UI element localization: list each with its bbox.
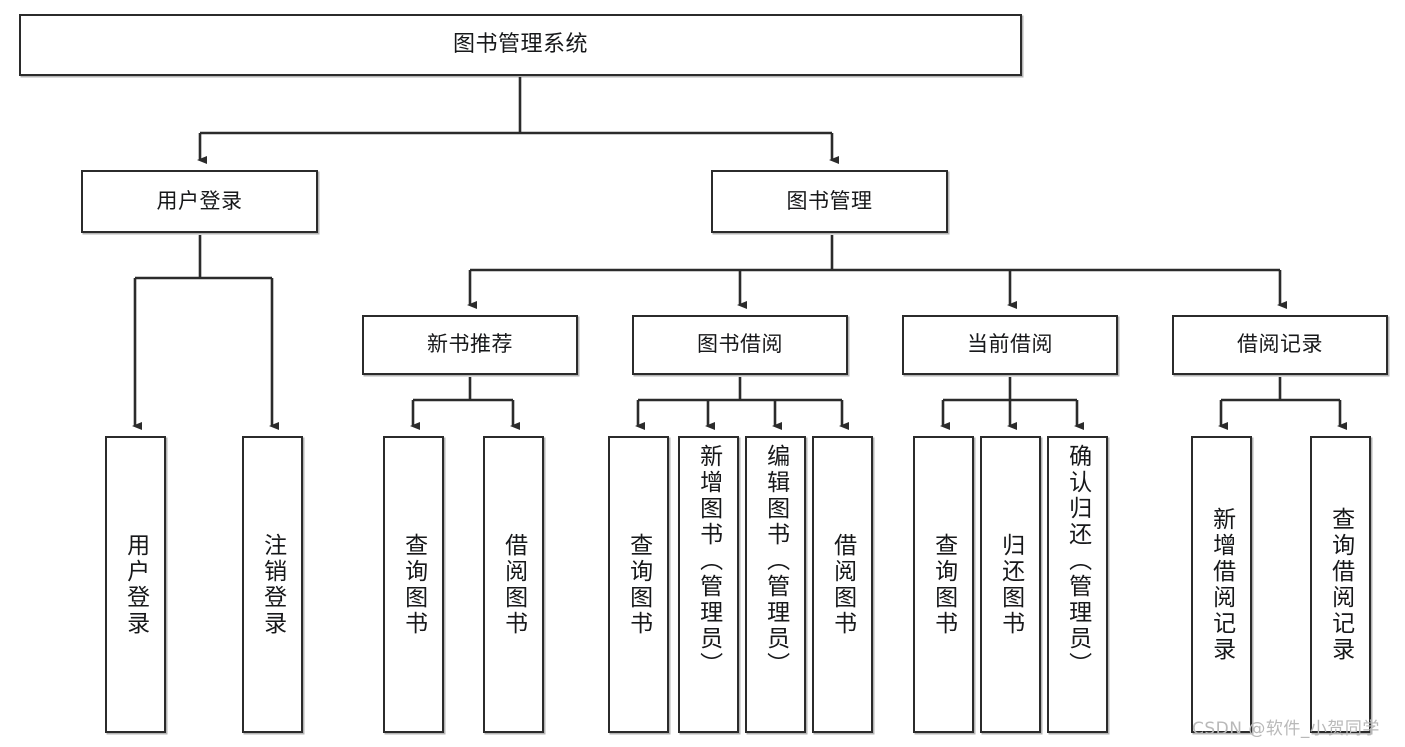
node-label: 借阅图书: [500, 532, 527, 637]
node-label: 借阅记录: [1237, 332, 1323, 357]
node-label: 查询图书: [625, 532, 652, 637]
csdn-watermark: CSDN @软件_小贺同学: [1192, 719, 1380, 739]
node-label: 归还图书: [997, 532, 1024, 637]
node-leaf-query-book-2[interactable]: 查询图书: [608, 436, 669, 733]
node-label: 图书管理: [786, 188, 873, 213]
node-label: 编辑图书（管理员）: [762, 444, 789, 678]
node-leaf-edit-book[interactable]: 编辑图书（管理员）: [745, 436, 806, 733]
node-root-system[interactable]: 图书管理系统: [19, 14, 1022, 76]
node-label: 用户登录: [122, 532, 149, 637]
node-label: 查询图书: [400, 532, 427, 637]
node-label: 查询借阅记录: [1327, 506, 1354, 663]
node-label: 借阅图书: [829, 532, 856, 637]
node-book-borrow[interactable]: 图书借阅: [632, 315, 848, 375]
node-leaf-add-book[interactable]: 新增图书（管理员）: [678, 436, 739, 733]
node-leaf-query-book-1[interactable]: 查询图书: [383, 436, 444, 733]
node-label: 查询图书: [930, 532, 957, 637]
node-leaf-return-book[interactable]: 归还图书: [980, 436, 1041, 733]
node-leaf-query-book-3[interactable]: 查询图书: [913, 436, 974, 733]
node-leaf-add-record[interactable]: 新增借阅记录: [1191, 436, 1252, 733]
node-label: 图书管理系统: [452, 31, 588, 57]
node-new-book-recommend[interactable]: 新书推荐: [362, 315, 578, 375]
node-label: 注销登录: [259, 532, 286, 637]
node-current-borrow[interactable]: 当前借阅: [902, 315, 1118, 375]
node-leaf-borrow-book-1[interactable]: 借阅图书: [483, 436, 544, 733]
node-leaf-borrow-book-2[interactable]: 借阅图书: [812, 436, 873, 733]
node-label: 新增图书（管理员）: [695, 444, 722, 678]
node-label: 新增借阅记录: [1208, 506, 1235, 663]
node-leaf-logout-login[interactable]: 注销登录: [242, 436, 303, 733]
node-label: 当前借阅: [967, 332, 1053, 357]
node-label: 用户登录: [156, 188, 243, 213]
node-label: 确认归还（管理员）: [1064, 444, 1091, 678]
node-label: 新书推荐: [427, 332, 513, 357]
node-label: 图书借阅: [697, 332, 783, 357]
node-borrow-record[interactable]: 借阅记录: [1172, 315, 1388, 375]
node-book-manage[interactable]: 图书管理: [711, 170, 948, 233]
node-leaf-query-record[interactable]: 查询借阅记录: [1310, 436, 1371, 733]
node-leaf-confirm-return[interactable]: 确认归还（管理员）: [1047, 436, 1108, 733]
node-leaf-user-login[interactable]: 用户登录: [105, 436, 166, 733]
node-user-login[interactable]: 用户登录: [81, 170, 318, 233]
